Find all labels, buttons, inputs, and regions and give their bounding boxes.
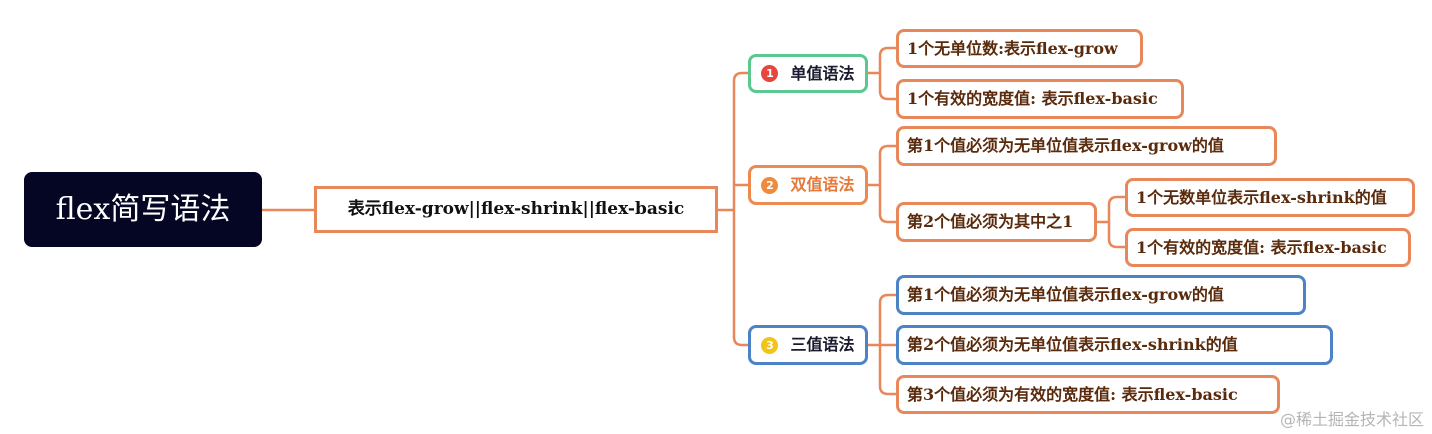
leaf-node[interactable]: 1个无单位数:表示flex-grow xyxy=(896,29,1143,68)
link-branch2-children xyxy=(866,144,898,224)
root-label: flex简写语法 xyxy=(55,191,231,227)
root-node[interactable]: flex简写语法 xyxy=(24,172,262,247)
leaf-label: 第3个值必须为有效的宽度值: 表示flex-basic xyxy=(907,384,1238,404)
leaf-node[interactable]: 1个有效的宽度值: 表示flex-basic xyxy=(1125,228,1411,267)
leaf-label: 1个无单位数:表示flex-grow xyxy=(907,38,1118,58)
link-branch1-children xyxy=(866,46,898,101)
branch-double-value[interactable]: 2 双值语法 xyxy=(748,165,868,205)
branch-label: 单值语法 xyxy=(790,63,855,83)
leaf-label: 第1个值必须为无单位值表示flex-grow的值 xyxy=(907,285,1224,304)
leaf-node[interactable]: 第3个值必须为有效的宽度值: 表示flex-basic xyxy=(896,375,1280,414)
leaf-label: 第2个值必须为无单位值表示flex-shrink的值 xyxy=(907,335,1238,354)
leaf-label: 1个有效的宽度值: 表示flex-basic xyxy=(907,89,1158,108)
link-branch2b-children xyxy=(1095,195,1127,249)
branch-label: 三值语法 xyxy=(790,335,855,354)
number-badge-3-icon: 3 xyxy=(761,336,779,354)
branch-single-value[interactable]: 1 单值语法 xyxy=(748,54,868,93)
branch-triple-value[interactable]: 3 三值语法 xyxy=(748,325,868,365)
leaf-node[interactable]: 1个有效的宽度值: 表示flex-basic xyxy=(896,79,1184,119)
leaf-node[interactable]: 第1个值必须为无单位值表示flex-grow的值 xyxy=(896,275,1306,315)
leaf-node[interactable]: 第1个值必须为无单位值表示flex-grow的值 xyxy=(896,126,1277,166)
summary-node[interactable]: 表示flex-grow||flex-shrink||flex-basic xyxy=(314,186,718,233)
leaf-label: 1个无数单位表示flex-shrink的值 xyxy=(1136,187,1387,207)
leaf-label: 第2个值必须为其中之1 xyxy=(907,212,1074,231)
leaf-label: 第1个值必须为无单位值表示flex-grow的值 xyxy=(907,136,1224,155)
link-summary-branches xyxy=(716,71,750,347)
link-branch3-children xyxy=(866,293,898,396)
branch-label: 双值语法 xyxy=(790,175,855,194)
number-badge-1-icon: 1 xyxy=(761,65,779,82)
leaf-node[interactable]: 第2个值必须为其中之1 xyxy=(896,202,1097,242)
summary-label: 表示flex-grow||flex-shrink||flex-basic xyxy=(347,199,685,219)
number-badge-2-icon: 2 xyxy=(761,176,779,194)
leaf-label: 1个有效的宽度值: 表示flex-basic xyxy=(1136,237,1387,257)
watermark: @稀土掘金技术社区 xyxy=(1279,410,1424,429)
leaf-node[interactable]: 1个无数单位表示flex-shrink的值 xyxy=(1125,178,1415,217)
leaf-node[interactable]: 第2个值必须为无单位值表示flex-shrink的值 xyxy=(896,325,1333,365)
